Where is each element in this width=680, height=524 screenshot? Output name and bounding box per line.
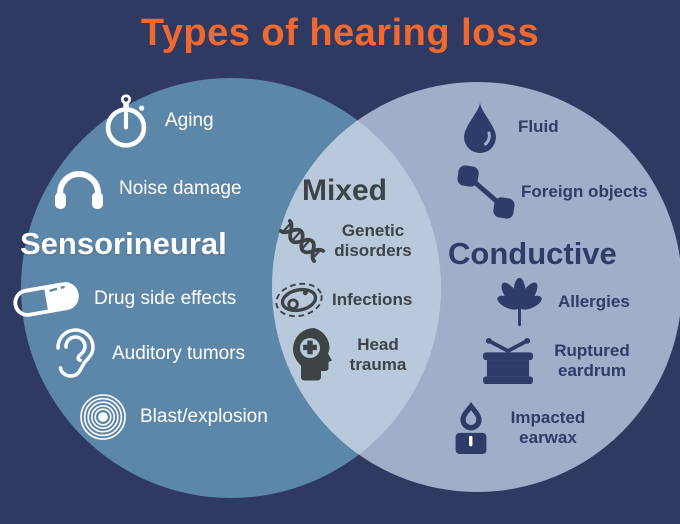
list-item-noise-damage: Noise damage — [55, 168, 242, 210]
foreign-objects-icon — [457, 165, 515, 219]
list-item-label: Drug side effects — [94, 288, 237, 310]
list-item-allergies: Allergies — [496, 277, 630, 327]
conductive-heading: Conductive — [448, 236, 617, 271]
list-item-genetic-disorders: Genetic disorders — [278, 214, 415, 268]
pill-icon — [13, 282, 79, 317]
leaf-icon — [497, 277, 542, 327]
list-item-label: Aging — [165, 110, 214, 132]
list-item-ruptured-eardrum: Ruptured eardrum — [481, 337, 638, 385]
blast-icon — [80, 394, 126, 440]
headphones-icon — [55, 171, 103, 209]
list-item-drug-side-effects: Drug side effects — [12, 280, 236, 318]
list-item-label: Blast/explosion — [140, 406, 268, 428]
dna-icon — [278, 219, 326, 263]
list-item-label: Auditory tumors — [112, 343, 246, 365]
list-item-infections: Infections — [272, 278, 412, 322]
list-item-impacted-earwax: Impacted earwax — [451, 402, 592, 454]
bacteria-icon — [275, 282, 323, 318]
list-item-label: Infections — [332, 290, 413, 310]
stopwatch-icon — [105, 94, 147, 148]
list-item-label: Foreign objects — [521, 182, 648, 202]
drum-icon — [483, 337, 533, 385]
venn-overlap-lens — [272, 82, 441, 492]
page-title: Types of hearing loss — [140, 12, 540, 54]
list-item-label: Fluid — [518, 117, 559, 137]
candle-icon — [455, 402, 487, 454]
head-trauma-icon — [293, 328, 332, 381]
list-item-label: Ruptured eardrum — [554, 341, 630, 380]
list-item-head-trauma: Head trauma — [290, 326, 411, 384]
list-item-label: Genetic disorders — [334, 221, 412, 260]
list-item-label: Impacted earwax — [510, 408, 586, 447]
list-item-label: Noise damage — [119, 178, 242, 200]
list-item-auditory-tumors: Auditory tumors — [52, 328, 245, 380]
list-item-aging: Aging — [103, 93, 214, 149]
water-drop-icon — [464, 102, 496, 153]
ear-icon — [56, 328, 95, 378]
list-item-label: Allergies — [558, 292, 630, 312]
sensorineural-heading: Sensorineural — [20, 226, 227, 261]
list-item-fluid: Fluid — [462, 101, 559, 153]
list-item-foreign-objects: Foreign objects — [456, 162, 648, 222]
list-item-label: Head trauma — [349, 335, 407, 374]
mixed-heading: Mixed — [301, 174, 388, 207]
list-item-blast-explosion: Blast/explosion — [80, 394, 268, 440]
